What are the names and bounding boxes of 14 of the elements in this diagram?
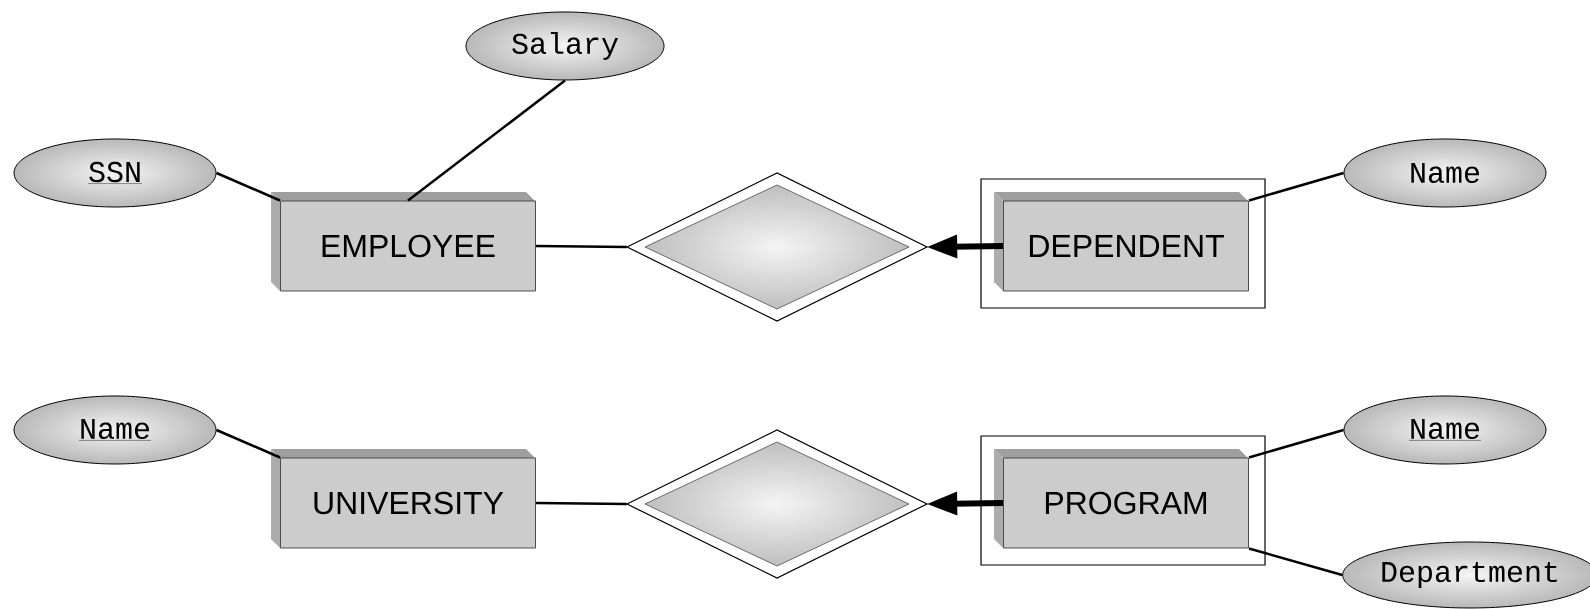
connector-line [407,79,566,202]
connector-line [1248,428,1344,459]
connector-line [927,234,1004,259]
connector-line [216,171,281,202]
connector-line [536,501,627,506]
connector-line [216,428,281,459]
connector-line [1248,171,1344,202]
connector-line [927,491,1004,516]
connector-line [536,244,627,249]
entity-box: EMPLOYEE [271,192,536,292]
entity-box: PROGRAM [980,435,1266,566]
entity-box: UNIVERSITY [271,449,536,549]
entity-box: DEPENDENT [980,178,1266,309]
connector-line [1248,547,1343,577]
